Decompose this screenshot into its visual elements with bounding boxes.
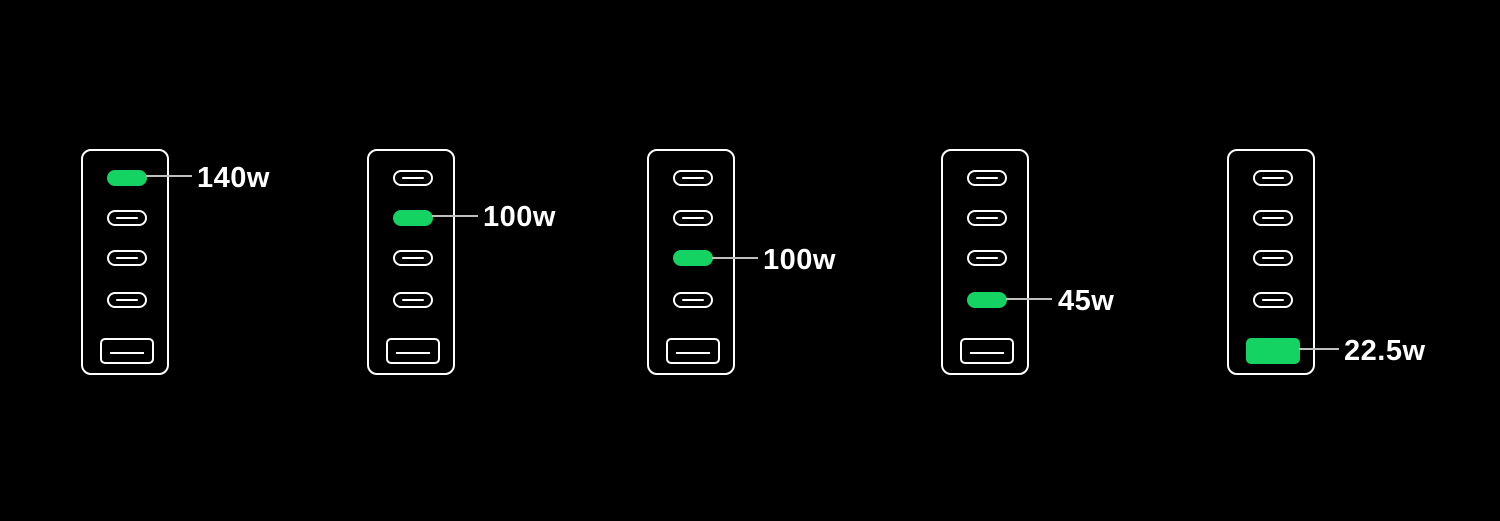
wattage-label: 22.5w [1344,335,1426,367]
leader-line [1006,298,1052,300]
usb-c-port-icon [1253,292,1293,308]
usb-c-port-icon [673,170,713,186]
charger-diagram-2 [367,149,455,375]
usb-c-port-icon [107,292,147,308]
usb-c-port-icon [967,170,1007,186]
usb-c-port-icon [393,170,433,186]
wattage-label: 45w [1058,285,1115,317]
charger-diagram-1 [81,149,169,375]
charger-diagram-5 [1227,149,1315,375]
usb-c-port-icon [673,292,713,308]
usb-c-port-icon [967,292,1007,308]
usb-c-port-icon [107,250,147,266]
usb-c-port-icon [107,170,147,186]
usb-c-port-icon [1253,250,1293,266]
leader-line [712,257,758,259]
usb-c-port-icon [1253,210,1293,226]
leader-line [1299,348,1339,350]
usb-a-port-icon [1246,338,1300,364]
wattage-label: 100w [763,244,836,276]
usb-c-port-icon [967,210,1007,226]
leader-line [146,175,192,177]
usb-a-port-icon [386,338,440,364]
usb-a-port-icon [666,338,720,364]
usb-c-port-icon [107,210,147,226]
usb-c-port-icon [673,250,713,266]
usb-c-port-icon [673,210,713,226]
wattage-label: 140w [197,162,270,194]
charger-diagram-4 [941,149,1029,375]
usb-c-port-icon [393,210,433,226]
usb-c-port-icon [967,250,1007,266]
usb-c-port-icon [1253,170,1293,186]
wattage-label: 100w [483,201,556,233]
usb-c-port-icon [393,250,433,266]
usb-a-port-icon [100,338,154,364]
leader-line [432,215,478,217]
charger-diagram-3 [647,149,735,375]
usb-c-port-icon [393,292,433,308]
usb-a-port-icon [960,338,1014,364]
